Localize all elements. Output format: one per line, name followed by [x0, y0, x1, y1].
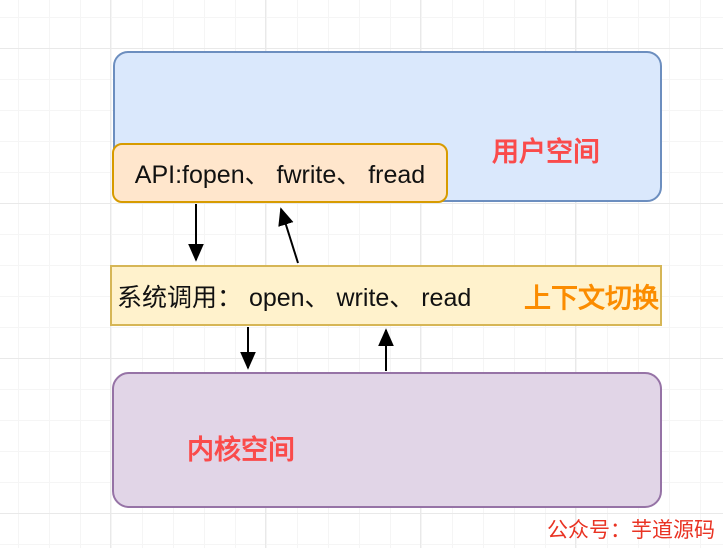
- kernel-space-label: 内核空间: [187, 435, 295, 465]
- context-switch-label: 上下文切换: [524, 283, 659, 313]
- syscall-box: 系统调用： open、 write、 read 上下文切换: [110, 265, 662, 326]
- syscall-box-text: 系统调用： open、 write、 read: [117, 283, 472, 312]
- user-space-label: 用户空间: [492, 137, 600, 167]
- arrow-syscall-to-api-icon: [278, 207, 299, 264]
- kernel-space-box: [112, 372, 662, 508]
- api-box-text: API:fopen、 fwrite、 fread: [134, 161, 426, 189]
- watermark-text: 公众号：芋道源码: [547, 518, 715, 542]
- api-box: API:fopen、 fwrite、 fread: [112, 143, 448, 203]
